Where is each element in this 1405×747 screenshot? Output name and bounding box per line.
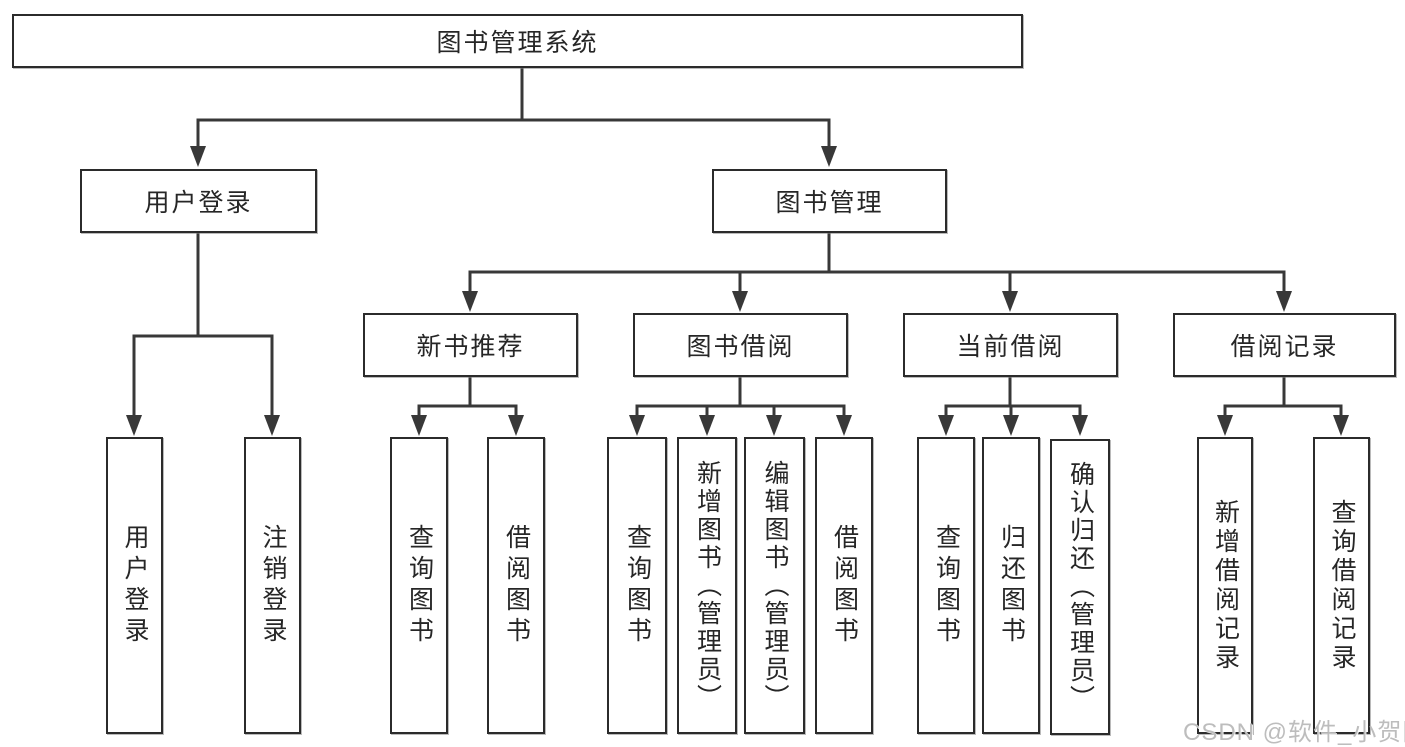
leaf-rec-borrow-books: 借阅图书	[487, 437, 545, 734]
leaf-br-add-record: 新增借阅记录	[1197, 437, 1253, 734]
node-book-borrowing: 图书借阅	[633, 313, 848, 377]
node-book-management: 图书管理	[712, 169, 947, 233]
connector-currentborrow-to-leaves	[944, 375, 1082, 420]
arrowhead	[1276, 291, 1292, 312]
node-current-borrowing: 当前借阅	[903, 313, 1118, 377]
node-book-borrowing-label: 图书借阅	[686, 333, 795, 361]
arrowhead	[821, 146, 837, 167]
node-new-book-recommendation-label: 新书推荐	[416, 333, 525, 361]
leaf-logout-label: 注销登录	[259, 523, 287, 648]
leaf-br-add-record-label: 新增借阅记录	[1211, 498, 1240, 673]
node-root: 图书管理系统	[12, 14, 1023, 68]
connector-bookborrow-to-leaves	[635, 375, 846, 420]
arrowhead	[1003, 415, 1019, 436]
node-borrowing-records-label: 借阅记录	[1230, 333, 1339, 361]
arrowhead	[190, 146, 206, 167]
node-user-login: 用户登录	[80, 169, 317, 233]
leaf-bb-query-books-label: 查询图书	[623, 523, 652, 648]
leaf-logout: 注销登录	[244, 437, 301, 734]
leaf-rec-borrow-books-label: 借阅图书	[502, 523, 531, 648]
connector-bookmgmt-to-level3	[468, 231, 1286, 296]
connector-userlogin-to-leaves	[132, 231, 274, 420]
node-root-label: 图书管理系统	[436, 29, 599, 57]
node-borrowing-records: 借阅记录	[1173, 313, 1396, 377]
arrowhead	[732, 291, 748, 312]
leaf-cb-return-books-label: 归还图书	[997, 523, 1026, 648]
leaf-cb-query-books: 查询图书	[917, 437, 975, 734]
leaf-cb-return-books: 归还图书	[982, 437, 1040, 734]
leaf-rec-query-books: 查询图书	[390, 437, 448, 734]
node-current-borrowing-label: 当前借阅	[956, 333, 1065, 361]
connector-borrowrecords-to-leaves	[1223, 375, 1343, 420]
node-user-login-label: 用户登录	[144, 189, 253, 217]
leaf-bb-add-books-label: 新增图书（管理员）	[693, 459, 722, 712]
leaf-br-query-record: 查询借阅记录	[1313, 437, 1370, 734]
arrowhead	[126, 415, 142, 436]
arrowhead	[699, 415, 715, 436]
leaf-bb-edit-books-label: 编辑图书（管理员）	[761, 459, 789, 712]
leaf-bb-borrow-books: 借阅图书	[815, 437, 873, 734]
arrowhead	[836, 415, 852, 436]
leaf-cb-confirm-return-label: 确认归还（管理员）	[1066, 461, 1095, 713]
leaf-bb-edit-books: 编辑图书（管理员）	[744, 437, 805, 734]
leaf-bb-query-books: 查询图书	[607, 437, 667, 734]
leaf-br-query-record-label: 查询借阅记录	[1328, 498, 1356, 673]
leaf-cb-query-books-label: 查询图书	[932, 523, 961, 648]
node-new-book-recommendation: 新书推荐	[363, 313, 578, 377]
arrowhead	[264, 415, 280, 436]
leaf-cb-confirm-return: 确认归还（管理员）	[1050, 439, 1110, 735]
leaf-rec-query-books-label: 查询图书	[405, 523, 434, 648]
arrowhead	[1002, 291, 1018, 312]
csdn-watermark: CSDN @软件_小贺同学	[1183, 719, 1405, 746]
arrowhead	[411, 415, 427, 436]
arrowhead	[766, 415, 782, 436]
connector-newbookrec-to-leaves	[417, 375, 518, 420]
connector-root-to-level2	[196, 66, 831, 151]
leaf-user-login-label: 用户登录	[121, 523, 149, 648]
arrowhead	[938, 415, 954, 436]
leaf-bb-add-books: 新增图书（管理员）	[677, 437, 737, 734]
arrowhead	[508, 415, 524, 436]
arrowhead	[462, 291, 478, 312]
arrowhead	[629, 415, 645, 436]
node-book-management-label: 图书管理	[775, 189, 884, 217]
arrowhead	[1217, 415, 1233, 436]
arrowhead	[1333, 415, 1349, 436]
arrowhead	[1072, 415, 1088, 436]
leaf-user-login: 用户登录	[106, 437, 163, 734]
leaf-bb-borrow-books-label: 借阅图书	[830, 523, 859, 648]
